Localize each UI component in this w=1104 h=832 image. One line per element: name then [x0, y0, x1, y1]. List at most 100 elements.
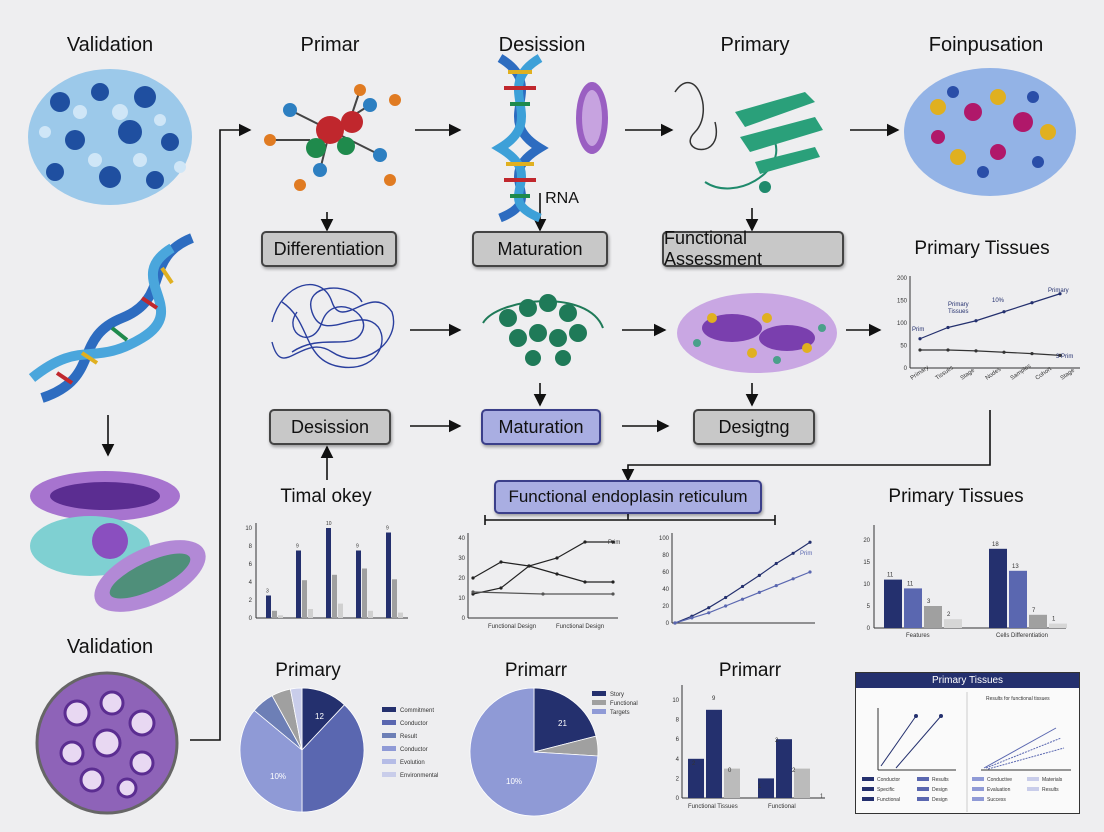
c5-x-label: Cells Differentiation: [996, 633, 1048, 639]
y-tick-label: 100: [659, 536, 670, 542]
dna-helix-left-illustration: [28, 233, 195, 403]
legend-swatch: [592, 691, 606, 696]
organelle-cluster-illustration: [677, 293, 837, 373]
timal-okey-title: Timal okey: [280, 486, 372, 507]
y-tick-label: 20: [662, 604, 669, 610]
data-label: 11: [887, 573, 894, 579]
legend-label: Materials: [1042, 777, 1063, 783]
bar: [296, 550, 301, 618]
legend-swatch: [972, 797, 984, 801]
primary-tissues-panel: Primary Tissues Results for functional t…: [855, 672, 1080, 814]
data-point: [946, 348, 950, 352]
y-tick-label: 10: [672, 698, 679, 704]
x-tick-label: Samples: [1010, 363, 1033, 381]
y-tick-label: 2: [249, 598, 253, 604]
rna-label: RNA: [545, 190, 579, 207]
data-label: 9: [386, 526, 389, 532]
y-tick-label: 5: [867, 604, 871, 610]
y-tick-label: 0: [249, 616, 253, 622]
data-point: [541, 592, 545, 596]
data-label: 2: [775, 738, 779, 744]
c6-data-label: 12: [315, 712, 324, 721]
bar: [302, 580, 307, 618]
y-tick-label: 10: [245, 526, 252, 532]
bar: [758, 778, 774, 798]
foinpusation-label: Foinpusation: [928, 34, 1044, 56]
chart-primary-pie: 12 10% CommitmentConductorResultConducto…: [239, 687, 438, 813]
data-point: [974, 349, 978, 353]
y-tick-label: 50: [900, 344, 907, 350]
data-point: [1002, 310, 1006, 314]
legend-swatch: [862, 777, 874, 781]
primary-tissues-title-1: Primary Tissues: [914, 238, 1050, 259]
legend-label: Conductor: [400, 721, 428, 727]
legend-swatch: [382, 733, 396, 738]
c1-annotation: Primary: [1048, 288, 1069, 294]
bar: [368, 610, 373, 618]
x-tick-label: Nodes: [985, 367, 1003, 382]
desission-box: Desission: [269, 409, 391, 445]
y-tick-label: 0: [904, 366, 908, 372]
data-point: [740, 597, 745, 601]
panel-title: Primary Tissues: [856, 673, 1079, 688]
mitochondria-group-illustration: [30, 471, 206, 612]
data-point: [611, 592, 615, 596]
bar: [356, 550, 361, 618]
data-point: [611, 540, 615, 544]
y-tick-label: 8: [676, 718, 680, 724]
legend-swatch: [382, 707, 396, 712]
data-point: [740, 584, 745, 589]
y-tick-label: 150: [897, 299, 908, 305]
y-tick-label: 60: [662, 570, 669, 576]
c3-x-label: Functional Design: [556, 624, 604, 630]
data-label: 10: [326, 521, 332, 527]
legend-label: Specific: [877, 787, 895, 793]
data-point: [707, 611, 711, 615]
data-label: 3: [927, 599, 931, 605]
data-point: [757, 590, 761, 594]
legend-label: Functional: [877, 797, 900, 803]
bar: [944, 619, 962, 628]
data-label: 3: [266, 589, 269, 595]
data-label: 2: [792, 768, 796, 774]
bar: [1009, 570, 1027, 628]
functional-assessment-box: Functional Assessment: [662, 228, 844, 269]
data-label: 9: [356, 544, 359, 550]
y-tick-label: 8: [249, 544, 253, 550]
y-tick-label: 10: [458, 596, 465, 602]
c7-data-label: 21: [558, 719, 567, 728]
data-point: [707, 606, 711, 610]
y-tick-label: 20: [458, 576, 465, 582]
data-point: [757, 573, 761, 577]
legend-swatch: [862, 797, 874, 801]
y-tick-label: 6: [249, 562, 253, 568]
c3-x-label: Functional Design: [488, 624, 536, 630]
legend-label: Evolution: [400, 760, 425, 766]
legend-label: Conductive: [987, 777, 1012, 783]
mitochondrion-illustration: [576, 82, 608, 154]
primarr-pie-title: Primarr: [504, 660, 568, 681]
bar: [776, 739, 792, 798]
legend-label: Functional: [610, 701, 638, 707]
c1-annotation: 3 Prim: [1056, 354, 1073, 360]
y-tick-label: 0: [462, 616, 466, 622]
maturation-box-2: Maturation: [481, 409, 601, 445]
bar: [266, 595, 271, 618]
data-point: [808, 540, 812, 544]
legend-swatch: [1027, 787, 1039, 791]
data-point: [1002, 350, 1006, 354]
data-label: 1: [1052, 617, 1056, 623]
legend-swatch: [592, 709, 606, 714]
validation-label-bottom: Validation: [66, 636, 154, 658]
bar: [989, 548, 1007, 628]
legend-label: Conductor: [877, 777, 900, 783]
c1-annotation: Prim: [912, 327, 924, 333]
legend-label: Success: [987, 797, 1006, 803]
data-point: [774, 561, 778, 566]
bar: [278, 615, 283, 618]
legend-swatch: [382, 746, 396, 751]
data-point: [918, 337, 922, 341]
